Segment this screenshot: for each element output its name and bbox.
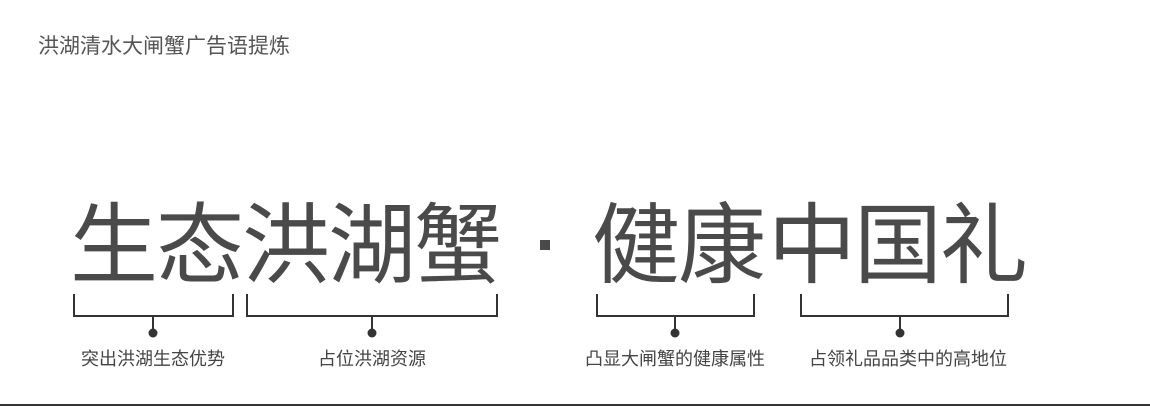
bracket-source (246, 294, 498, 338)
bracket-health (596, 294, 755, 338)
bracket-eco (73, 294, 234, 338)
caption-health: 凸显大闸蟹的健康属性 (585, 349, 765, 370)
caption-eco: 突出洪湖生态优势 (81, 349, 225, 370)
slogan-part-eco: 生态 (70, 194, 244, 297)
caption-gift: 占领礼品品类中的高地位 (809, 349, 1007, 370)
bottom-divider (0, 404, 1150, 406)
page-title: 洪湖清水大闸蟹广告语提炼 (38, 34, 290, 58)
slogan-part-health: 健康 (592, 194, 766, 297)
bracket-gift (800, 294, 1009, 338)
slogan-part-honghu-crab: 洪湖蟹 (242, 194, 502, 297)
slogan-part-china-gift: 中国礼 (768, 194, 1028, 297)
separator-dot (540, 240, 550, 250)
caption-source: 占位洪湖资源 (318, 349, 426, 370)
slogan-headline: 生态 洪湖蟹 健康 中国礼 (70, 196, 1030, 296)
